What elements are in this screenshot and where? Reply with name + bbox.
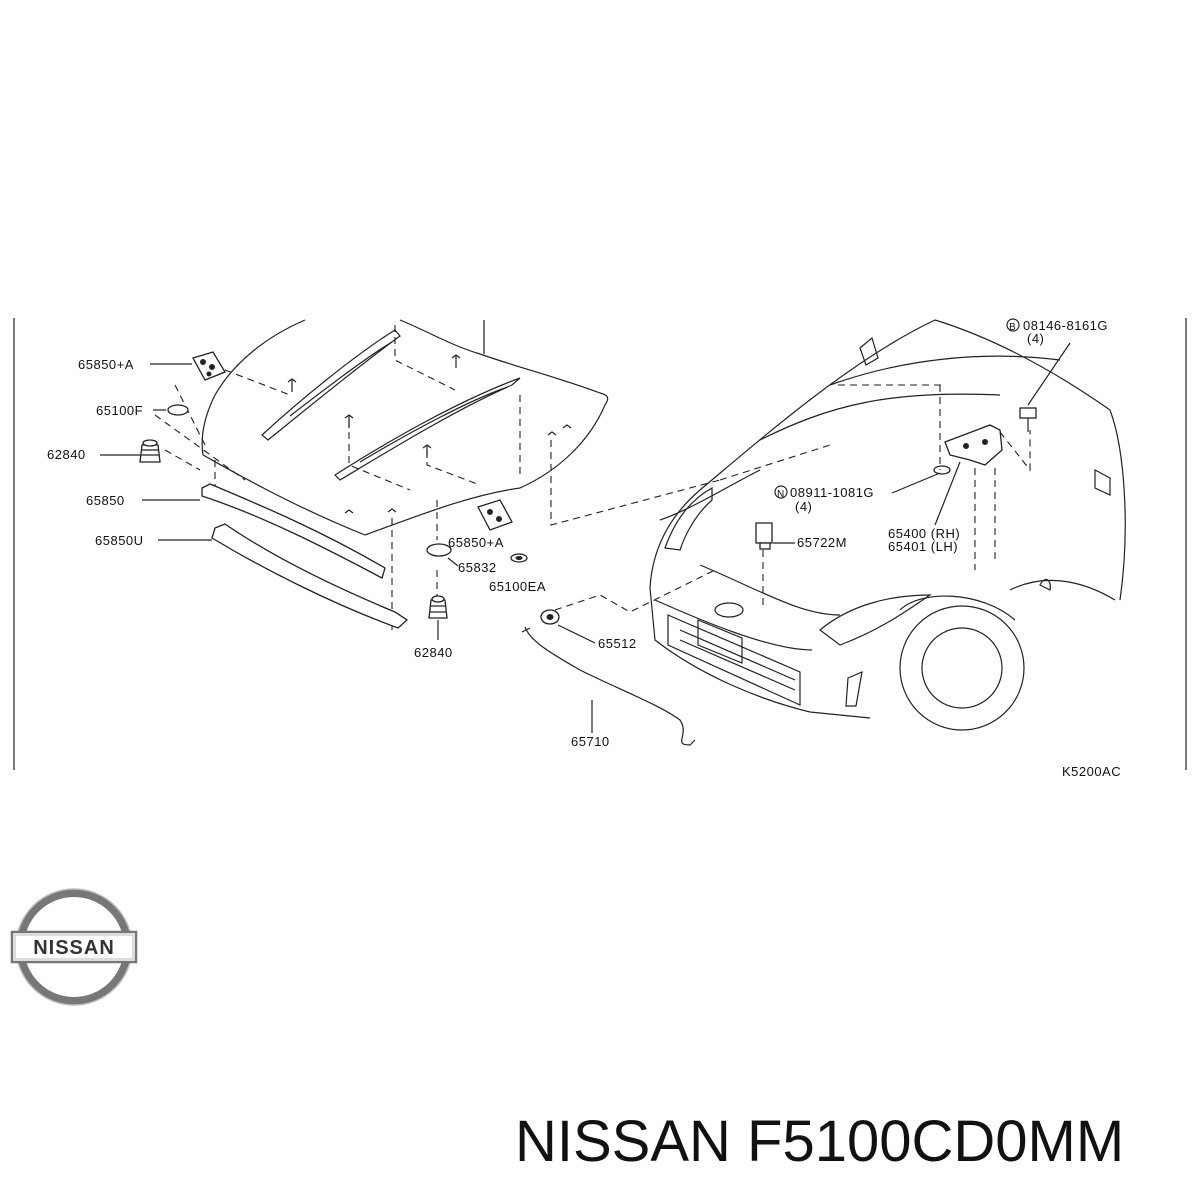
marker-b: B — [1009, 322, 1016, 333]
seal-strip-65850U — [211, 523, 409, 629]
label-65850A-mid: 65850+A — [448, 535, 504, 550]
label-08911: 08911-1081G — [790, 485, 874, 500]
label-65100F: 65100F — [96, 403, 143, 418]
hinge-assembly-65400 — [944, 424, 1003, 466]
rubber-bumper-bottom — [428, 595, 448, 619]
marker-n-circle — [774, 485, 788, 499]
lock-65722M — [755, 522, 773, 550]
release-cable-65710 — [524, 626, 696, 746]
label-65850A-top: 65850+A — [78, 357, 134, 372]
label-65401: 65401 (LH) — [888, 539, 958, 554]
pad-65100F — [167, 404, 189, 416]
label-08146: 08146-8161G — [1023, 318, 1108, 333]
label-08911-qty: (4) — [795, 499, 812, 514]
cap-65832 — [426, 543, 452, 557]
label-62840-bottom: 62840 — [414, 645, 453, 660]
marker-b-circle — [1006, 318, 1020, 332]
label-65400: 65400 (RH) — [888, 526, 960, 541]
part-number-title: NISSAN F5100CD0MM — [515, 1109, 1125, 1174]
label-65100EA: 65100EA — [489, 579, 546, 594]
label-62840-left: 62840 — [47, 447, 86, 462]
hinge-bracket-top — [192, 351, 226, 381]
label-65722M: 65722M — [797, 535, 847, 550]
svg-text:NISSAN: NISSAN — [33, 937, 115, 959]
washer-08911 — [933, 465, 951, 475]
seal-strip-65850 — [201, 483, 386, 579]
rubber-bumper-left — [139, 439, 161, 463]
label-65832: 65832 — [458, 560, 497, 575]
bolt-08146 — [1019, 407, 1037, 432]
grommet-65100EA — [510, 553, 528, 563]
label-65850: 65850 — [86, 493, 125, 508]
latch-65512 — [540, 609, 560, 625]
reference-code: K5200AC — [1062, 764, 1121, 779]
hood-panel — [201, 319, 609, 536]
marker-n: N — [777, 489, 785, 500]
hinge-bracket-mid — [477, 499, 513, 531]
label-65850U: 65850U — [95, 533, 144, 548]
label-65710: 65710 — [571, 734, 610, 749]
label-65512: 65512 — [598, 636, 637, 651]
nissan-logo: NISSAN — [10, 888, 138, 1006]
label-08146-qty: (4) — [1027, 331, 1044, 346]
car-front-body — [649, 319, 1126, 731]
